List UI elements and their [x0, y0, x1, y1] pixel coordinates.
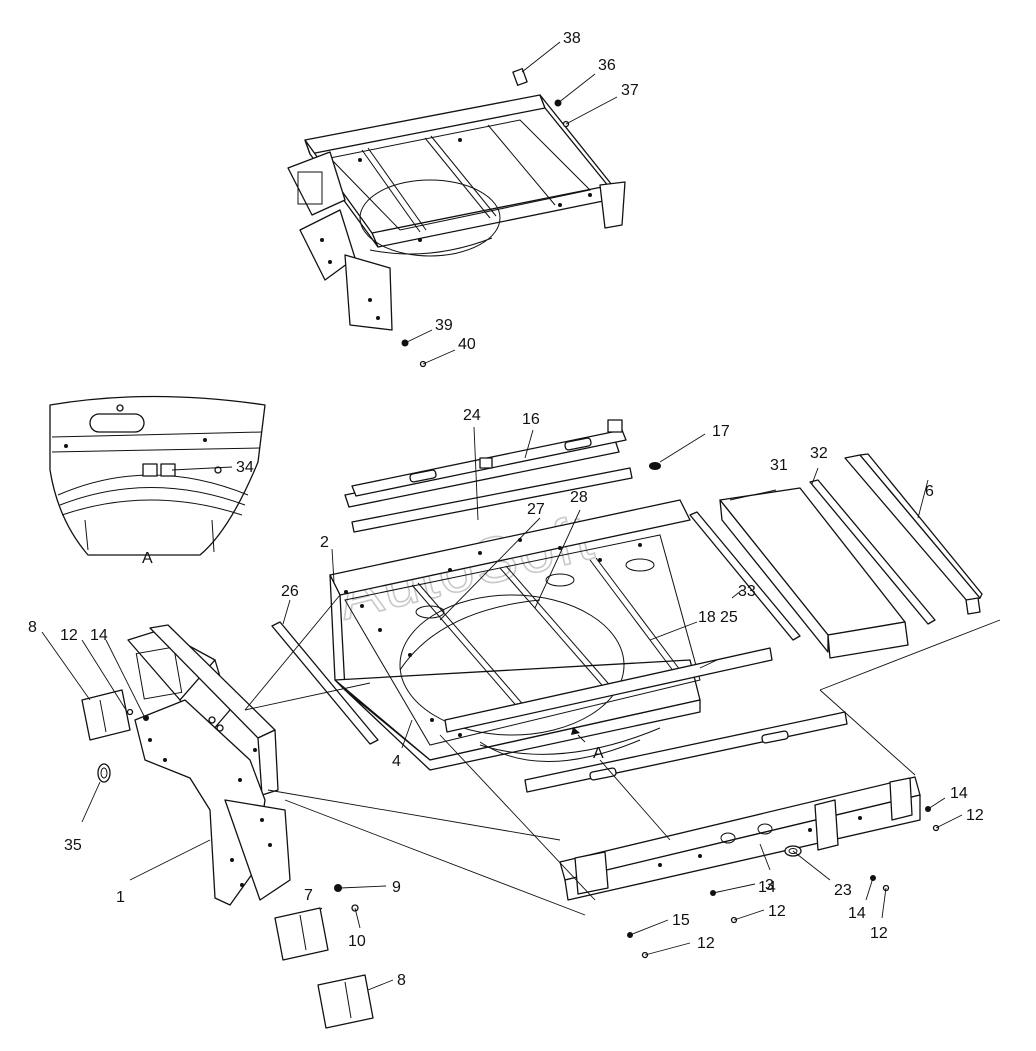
- callout-12-right-bottom: 12: [870, 925, 888, 942]
- callout-38: 38: [563, 30, 581, 47]
- callout-10: 10: [348, 933, 366, 950]
- section-marker-a: A: [593, 745, 604, 762]
- callout-8-upper: 8: [28, 619, 37, 636]
- callout-28: 28: [570, 489, 588, 506]
- main-frame-drawing: [329, 419, 773, 771]
- callout-27: 27: [527, 501, 545, 518]
- detail-view-label: A: [142, 550, 153, 567]
- callout-2: 2: [320, 534, 329, 551]
- callout-39: 39: [435, 317, 453, 334]
- callout-3: 3: [765, 877, 774, 894]
- callout-12-right-top: 12: [966, 807, 984, 824]
- callout-4: 4: [392, 753, 401, 770]
- callout-33: 33: [738, 583, 756, 600]
- callout-15: 15: [672, 912, 690, 929]
- callout-9: 9: [392, 879, 401, 896]
- callout-6: 6: [925, 483, 934, 500]
- callout-24: 24: [463, 407, 481, 424]
- callout-34: 34: [236, 459, 254, 476]
- leader-lines-right: [629, 797, 963, 956]
- front-bracket-drawing: [81, 624, 374, 1029]
- callout-26: 26: [281, 583, 299, 600]
- cover-parts-drawing: [271, 453, 983, 745]
- assembled-frame-drawing: [287, 68, 626, 368]
- callout-40: 40: [458, 336, 476, 353]
- callout-35: 35: [64, 837, 82, 854]
- leader-lines-top: [404, 41, 618, 365]
- callout-12-mid: 12: [768, 903, 786, 920]
- callout-7: 7: [304, 887, 313, 904]
- leader-lines-left: [41, 631, 394, 991]
- callout-12-bottom: 12: [697, 935, 715, 952]
- callout-23: 23: [834, 882, 852, 899]
- callout-14-right-bottom: 14: [848, 905, 866, 922]
- callout-8-lower: 8: [397, 972, 406, 989]
- callout-14-left: 14: [90, 627, 108, 644]
- callout-32: 32: [810, 445, 828, 462]
- callout-31: 31: [770, 457, 788, 474]
- callout-17: 17: [712, 423, 730, 440]
- callout-18: 18: [698, 609, 716, 626]
- callout-37: 37: [621, 82, 639, 99]
- callout-25: 25: [720, 609, 738, 626]
- leader-lines-main: [282, 426, 929, 749]
- assembly-lines: [244, 594, 1001, 916]
- callout-14-mid: 14: [758, 879, 776, 896]
- callout-1: 1: [116, 889, 125, 906]
- callout-14-right-top: 14: [950, 785, 968, 802]
- callout-labels: 38 36 37 39 40 34 24 16 17 31 32 6 27 28…: [28, 30, 984, 989]
- callout-16: 16: [522, 411, 540, 428]
- detail-view-a: A: [49, 395, 266, 567]
- callout-12-left: 12: [60, 627, 78, 644]
- callout-36: 36: [598, 57, 616, 74]
- lower-rail-drawing: [524, 711, 940, 959]
